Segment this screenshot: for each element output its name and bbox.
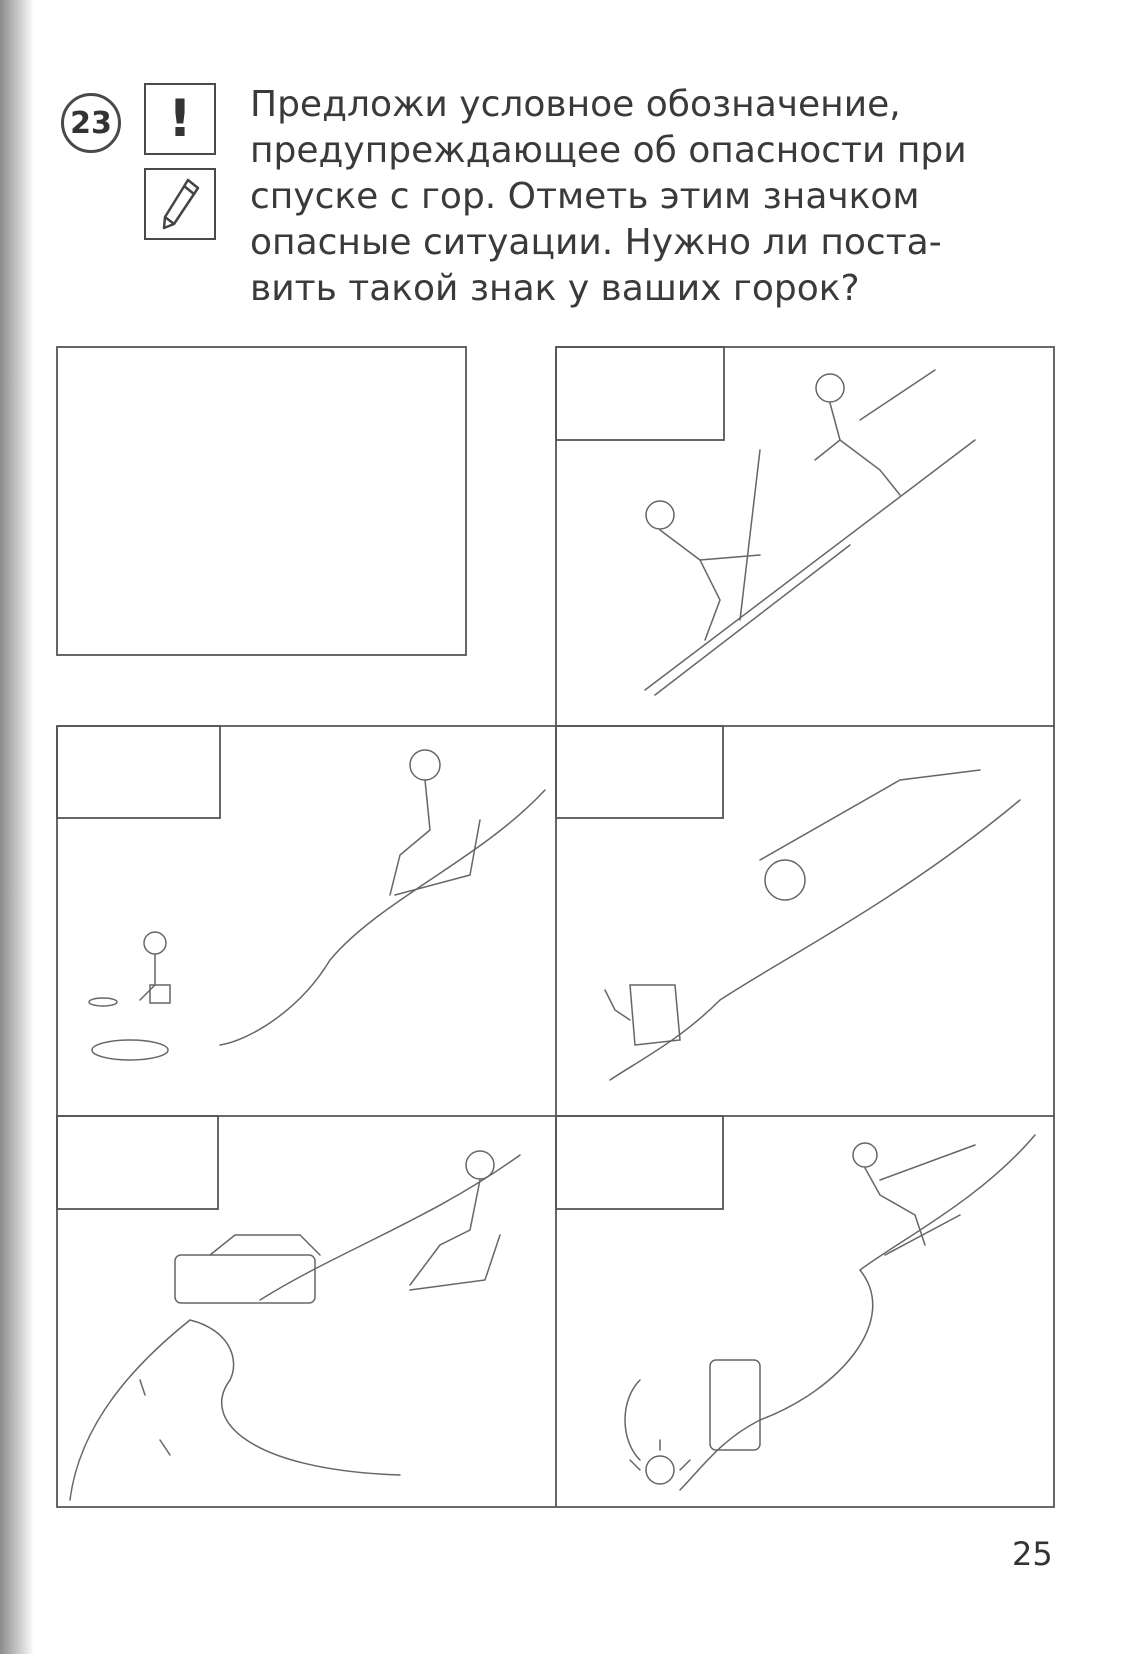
answer-box[interactable]: [555, 725, 724, 819]
skiers-illustration: [644, 369, 976, 696]
sled-car-illustration: [69, 1150, 521, 1501]
page-spine-shadow: [0, 0, 34, 1654]
answer-box[interactable]: [56, 1115, 219, 1210]
task-line: Предложи условное обозначение,: [250, 84, 901, 125]
exclamation-icon: !: [144, 83, 216, 155]
panel-frame: [57, 347, 1054, 1507]
task-line: опасные ситуации. Нужно ли поста-: [250, 222, 942, 263]
answer-box[interactable]: [555, 346, 725, 441]
sled-stump-illustration: [604, 769, 1021, 1081]
sign-drawing-box[interactable]: [56, 346, 467, 656]
page-number: 25: [1012, 1535, 1053, 1573]
task-number: 23: [70, 105, 112, 141]
answer-box[interactable]: [56, 725, 221, 819]
skier-rock-illustration: [624, 1134, 1036, 1491]
task-line: предупреждающее об опасности при: [250, 130, 967, 171]
pencil-icon: [144, 168, 216, 240]
task-line: вить такой знак у ваших горок?: [250, 268, 860, 309]
panel-frame: [56, 346, 1055, 1508]
task-line: спуске с гор. Отметь этим значком: [250, 176, 920, 217]
task-instructions: Предложи условное обозначение, предупреж…: [250, 82, 1055, 312]
answer-box[interactable]: [555, 1115, 724, 1210]
task-number-badge: 23: [61, 93, 121, 153]
sled-ice-hole-illustration: [88, 749, 546, 1061]
